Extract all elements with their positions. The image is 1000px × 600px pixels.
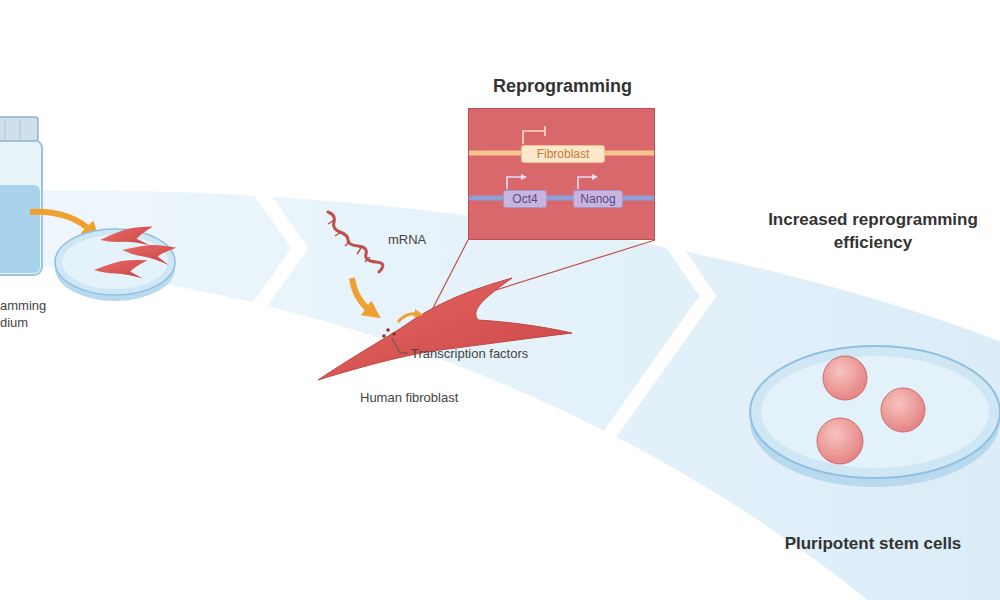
transcription-factor (392, 332, 396, 336)
human-fibroblast-cell (318, 278, 572, 380)
medium-bottle (0, 140, 42, 275)
step-chevron (590, 238, 708, 462)
component-label: mRNA (388, 231, 468, 248)
transcription-factor (386, 328, 390, 332)
step-chevron (255, 185, 300, 310)
mrna-base (335, 232, 341, 236)
dna-strand (469, 151, 654, 156)
gene-label: Fibroblast (522, 146, 604, 162)
gene-label: Oct4 (504, 191, 546, 207)
stem-cell (823, 356, 867, 400)
mrna-base (365, 257, 370, 262)
bottle-cap (0, 117, 38, 141)
cap-ridge (20, 120, 21, 139)
dna-strand (469, 196, 654, 201)
stem-cell (881, 388, 925, 432)
medium-liquid (0, 185, 40, 273)
flow-arrow (352, 278, 372, 312)
transcription-factor (382, 334, 386, 338)
translation-arrow (398, 314, 418, 322)
leader-line (392, 338, 408, 353)
reprogramming-box: ReprogrammingFibroblastOct4Nanog (468, 108, 655, 240)
gene-label: Nanog (574, 191, 622, 207)
outcome-label: Increased reprogramming efficiency (752, 208, 994, 254)
fibroblast-cell (94, 259, 149, 282)
mrna-base (328, 220, 334, 224)
gene-box: Fibroblast (521, 145, 605, 163)
component-label: amming dium (0, 297, 56, 331)
process-band (0, 191, 1000, 600)
mrna-base (357, 248, 361, 254)
repression-bar (544, 126, 546, 136)
repression-symbol (523, 131, 545, 144)
result-label: Pluripotent stem cells (743, 533, 1000, 555)
gene-box: Oct4 (503, 190, 547, 208)
box-heading: Reprogramming (439, 76, 686, 97)
activation-arrow (507, 177, 524, 189)
cell-label: Human fibroblast (360, 389, 520, 406)
activation-arrow (578, 177, 595, 189)
mrna-base (345, 241, 350, 246)
mrna-strand (328, 212, 383, 272)
cap-ridge (5, 120, 6, 139)
flow-arrow (30, 212, 92, 232)
callout-label: Transcription factors (411, 345, 591, 362)
gene-box: Nanog (573, 190, 623, 208)
petri-dish (750, 346, 1000, 478)
stem-cell (817, 418, 863, 464)
petri-dish-inner (62, 235, 168, 289)
petri-dish-inner (761, 356, 989, 468)
